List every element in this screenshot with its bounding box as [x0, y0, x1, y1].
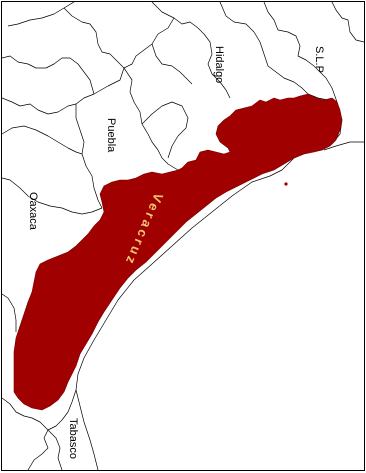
- island-dot: [284, 182, 288, 186]
- boundary-hidalgo-west: [151, 2, 231, 99]
- boundary-tabasco-inner: [47, 429, 63, 470]
- boundary-puebla-north: [123, 67, 179, 171]
- boundary-slp-north: [263, 2, 338, 103]
- veracruz-state: [13, 93, 343, 411]
- boundary-north: [7, 2, 75, 27]
- boundary-north-west: [63, 7, 125, 105]
- label-puebla: Puebla: [105, 118, 117, 153]
- boundary-west-2: [2, 55, 95, 95]
- boundary-puebla-oaxaca: [2, 125, 83, 155]
- gulf-coastline-east: [323, 141, 364, 151]
- label-slp: S.L.P: [313, 46, 325, 73]
- boundary-west-1: [2, 97, 77, 115]
- map-canvas: S.L.P Hidalgo Puebla Oaxaca Tabasco Vera…: [2, 2, 364, 470]
- label-oaxaca: Oaxaca: [27, 192, 39, 231]
- boundary-puebla-west: [75, 104, 103, 209]
- boundary-hidalgo-inner: [151, 43, 193, 85]
- boundary-oaxaca-south: [2, 293, 17, 332]
- label-tabasco: Tabasco: [67, 418, 79, 459]
- boundary-puebla-inner: [141, 101, 189, 159]
- boundary-slp-east: [331, 2, 364, 43]
- boundary-oaxaca-tabasco: [2, 397, 49, 470]
- tabasco-coast: [75, 389, 99, 470]
- boundary-oaxaca-west: [2, 177, 103, 215]
- boundary-slp-hidalgo: [219, 2, 338, 103]
- label-hidalgo: Hidalgo: [213, 46, 225, 83]
- boundary-hidalgo-mid: [123, 17, 175, 69]
